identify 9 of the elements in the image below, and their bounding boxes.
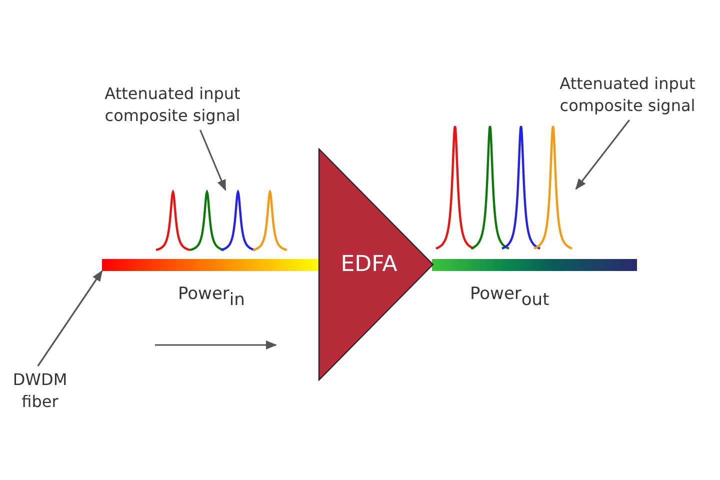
leader-line	[575, 120, 630, 190]
fiber-bar	[102, 259, 320, 271]
fiber-bar	[432, 259, 637, 271]
amplifier-triangle: EDFA	[318, 148, 434, 381]
caption-text: DWDM fiber	[5, 366, 75, 416]
caption-text: Attenuated input composite signal	[80, 80, 265, 130]
leader-line	[37, 270, 103, 366]
caption-text: Attenuated input composite signal	[535, 70, 720, 120]
leader-line	[200, 130, 226, 192]
